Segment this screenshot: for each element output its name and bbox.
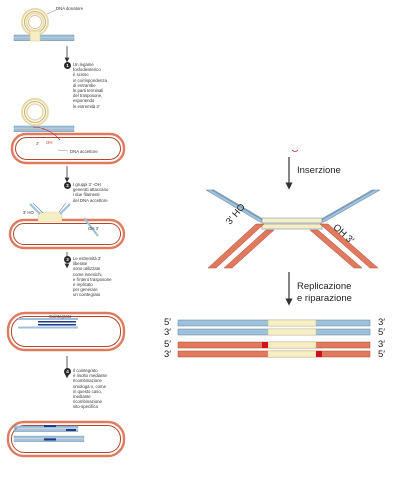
stage-attack	[8, 202, 126, 250]
stage2-right-end-label: OH 3'	[88, 226, 99, 231]
step1-text: Un legame fosfodiesterico è scisso in co…	[73, 62, 107, 109]
cointegrate-label: Cointegrato	[49, 314, 72, 319]
row4-left-label: 3′	[164, 349, 172, 360]
step4-text: Il cointegrato è risolto mediante ricomb…	[73, 368, 107, 410]
donor-stage	[13, 8, 75, 42]
cut-mark	[291, 149, 299, 152]
row1-right-label: 3′	[378, 317, 386, 328]
stage2-left-end-label: 3' HO	[23, 210, 34, 215]
step2-number: 2	[64, 182, 71, 189]
insertion-intermediate	[205, 189, 381, 269]
left-end-label-oh: OH	[46, 140, 53, 145]
step4-number: 4	[64, 368, 71, 375]
stage-nicked	[10, 98, 126, 165]
final-duplexes	[177, 319, 371, 358]
stage-cointegrate	[6, 311, 126, 352]
step2-text: I gruppi 3' -OH generati attaccano i due…	[73, 182, 109, 203]
row3-right-label: 3′	[378, 339, 386, 350]
replication-label-line2: e riparazione	[297, 293, 352, 304]
stage-resolved	[6, 420, 126, 458]
row2-left-label: 3′	[164, 327, 172, 338]
acceptor-dna-label: DNA accettore	[70, 149, 98, 154]
insertion-label: Inserzione	[297, 165, 341, 176]
row4-right-label: 5′	[378, 349, 386, 360]
step3-text: Le estremità 3' liberate sono utilizzate…	[73, 256, 112, 298]
donor-dna-label: DNA donatore	[56, 6, 83, 11]
row3-left-label: 5′	[164, 339, 172, 350]
row1-left-label: 5′	[164, 317, 172, 328]
target-site-right	[316, 351, 322, 357]
replication-label-line1: Replicazione	[297, 281, 352, 292]
row2-right-label: 5′	[378, 327, 386, 338]
step1-number: 1	[64, 62, 71, 69]
left-end-label-3: 3'	[36, 141, 40, 146]
step3-number: 3	[64, 256, 71, 263]
target-site-left	[262, 342, 268, 348]
